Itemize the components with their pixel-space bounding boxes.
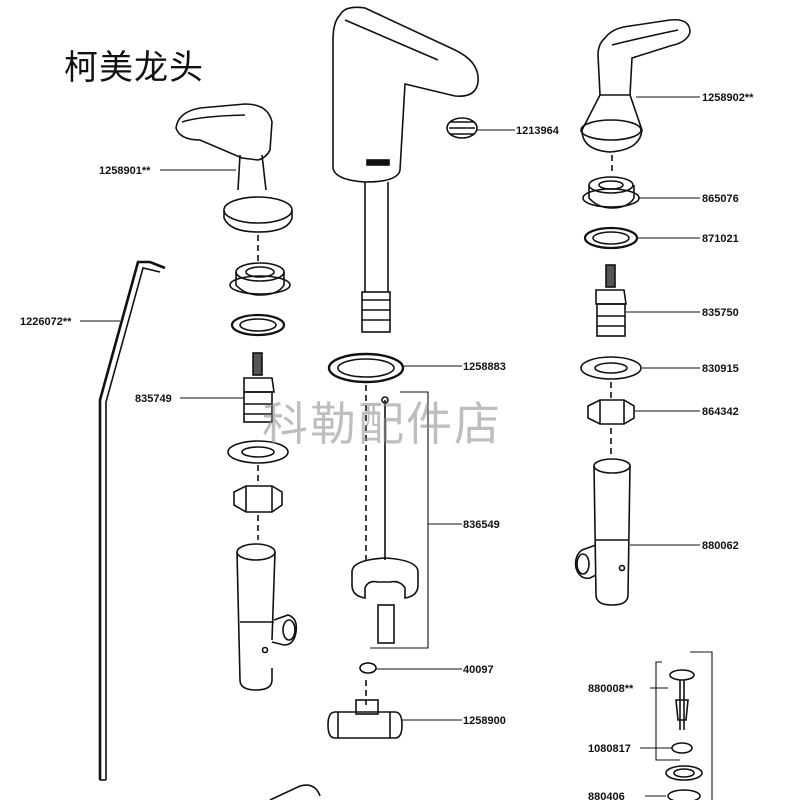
oring-871021 xyxy=(583,226,639,250)
spout-body xyxy=(332,6,479,333)
label-1258883: 1258883 xyxy=(463,361,506,373)
bonnet-right-865076 xyxy=(582,176,640,209)
label-880406: 880406 xyxy=(588,791,625,800)
label-40097: 40097 xyxy=(463,664,494,676)
watermark-text: 科勒配件店 xyxy=(262,397,502,451)
partial-part-bottom xyxy=(269,784,321,800)
washer-830915 xyxy=(580,356,642,380)
oring-1080817 xyxy=(671,742,693,754)
label-830915: 830915 xyxy=(702,363,739,375)
drain-880008 xyxy=(669,669,695,730)
valve-body-880062 xyxy=(574,458,631,606)
cartridge-835749 xyxy=(243,352,275,423)
oring-left xyxy=(230,313,286,337)
aerator-1213964 xyxy=(446,117,478,139)
handle-1258901 xyxy=(175,103,293,233)
label-871021: 871021 xyxy=(702,233,739,245)
label-835750: 835750 xyxy=(702,307,739,319)
valve-body-left xyxy=(236,543,298,691)
bonnet-left xyxy=(229,262,291,296)
handle-1258902 xyxy=(580,18,691,153)
diagram-title: 柯美龙头 xyxy=(64,48,204,88)
label-1258902: 1258902** xyxy=(702,92,754,104)
cartridge-835750 xyxy=(595,264,627,337)
label-1226072: 1226072** xyxy=(20,316,72,328)
label-865076: 865076 xyxy=(702,193,739,205)
label-835749: 835749 xyxy=(135,393,172,405)
label-836549: 836549 xyxy=(463,519,500,531)
label-1258900: 1258900 xyxy=(463,715,506,727)
label-880062: 880062 xyxy=(702,540,739,552)
tee-1258900 xyxy=(327,699,403,739)
label-1080817: 1080817 xyxy=(588,743,631,755)
ring-1258883 xyxy=(327,352,405,384)
nut-864342 xyxy=(587,399,635,425)
leader-lines xyxy=(80,96,713,800)
lift-rod-1226072 xyxy=(98,260,166,781)
washer-left xyxy=(227,440,289,464)
nut-left xyxy=(233,485,283,513)
label-880008: 880008** xyxy=(588,683,634,695)
label-864342: 864342 xyxy=(702,406,739,418)
label-1213964: 1213964 xyxy=(516,125,560,137)
washer-40097 xyxy=(359,662,377,674)
popup-rod-836549 xyxy=(351,396,419,644)
label-1258901: 1258901** xyxy=(99,165,151,177)
flange-880406 xyxy=(665,765,703,800)
